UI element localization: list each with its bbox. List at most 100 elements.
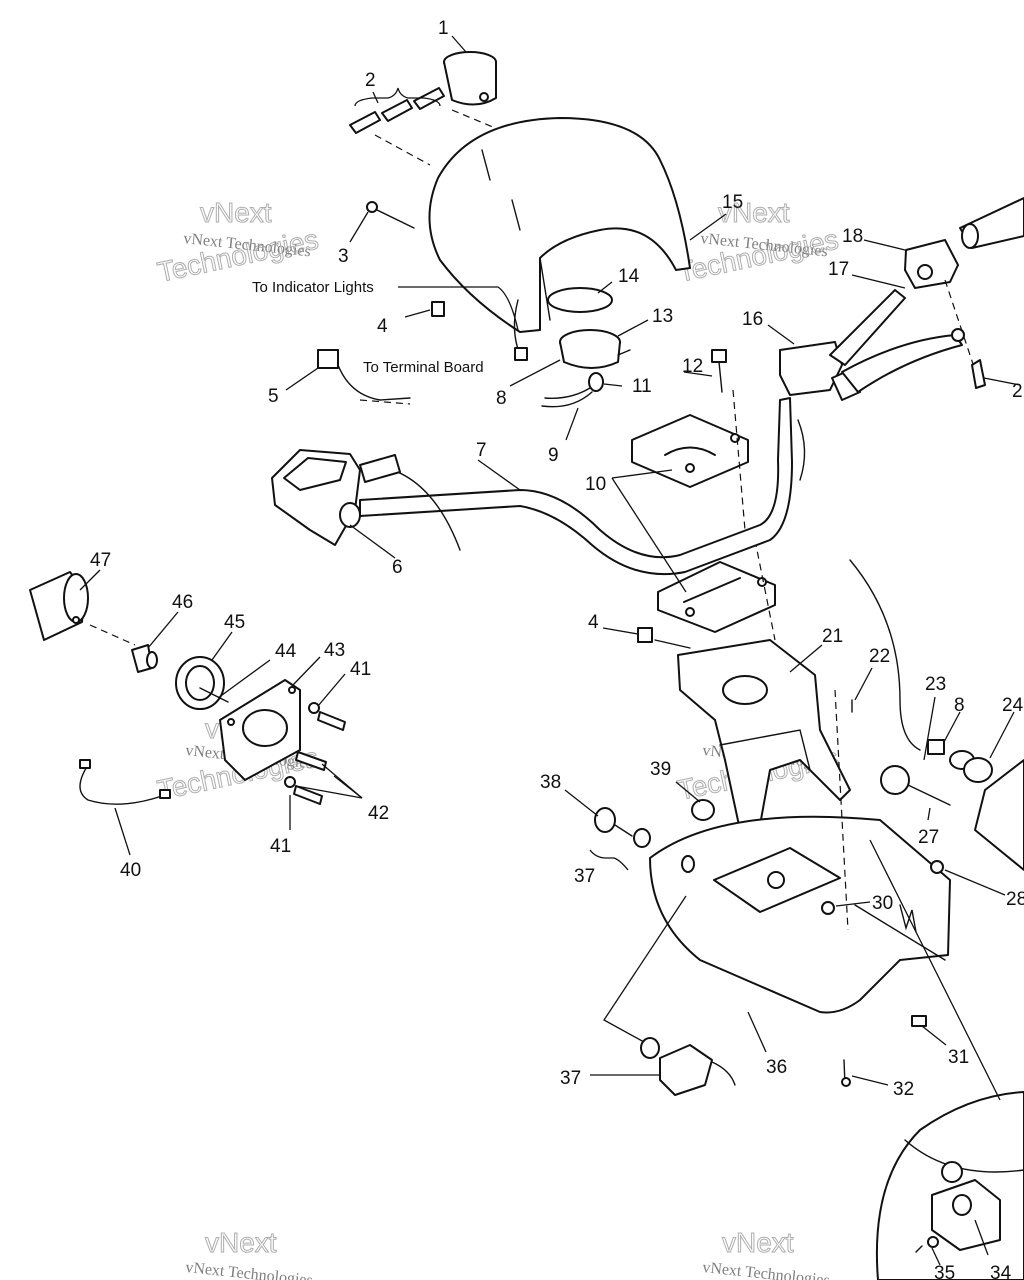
- part-lower-cowl: [649, 815, 951, 1014]
- callout-44: 44: [275, 641, 297, 662]
- callout-numbers: 1 2 3 4 4 5 6 7 8 8 9 10 11 12 13 14 15 …: [90, 18, 1024, 1280]
- callout-39: 39: [650, 759, 671, 780]
- svg-text:vNext: vNext: [718, 197, 790, 228]
- callout-47: 47: [90, 550, 111, 571]
- part-screw-12: [711, 349, 727, 393]
- callout-27: 27: [918, 827, 939, 848]
- callout-34: 34: [990, 1263, 1012, 1280]
- callout-16: 16: [742, 309, 763, 330]
- callout-2-right: 2: [1012, 381, 1023, 402]
- svg-text:vNext: vNext: [200, 197, 272, 228]
- callout-28: 28: [1006, 889, 1024, 910]
- callout-41-upper: 41: [350, 659, 371, 680]
- part-cable-40: [79, 759, 171, 805]
- callout-5: 5: [268, 386, 279, 407]
- svg-text:vNext: vNext: [205, 1227, 277, 1258]
- leader-lines: [79, 35, 1021, 1266]
- callout-9: 9: [548, 445, 559, 466]
- leader-inset: [869, 839, 1001, 1101]
- callout-24: 24: [1002, 695, 1024, 716]
- callout-3: 3: [338, 246, 349, 267]
- watermark-bottom-right: vNext vNext Technologies: [702, 1227, 831, 1280]
- callout-30: 30: [872, 893, 893, 914]
- part-left-grip: [29, 571, 89, 641]
- part-ring-45: [175, 656, 225, 710]
- note-indicator-lights: To Indicator Lights: [252, 279, 374, 296]
- callout-14: 14: [618, 266, 640, 287]
- wire-cowl: [849, 559, 921, 751]
- part-connector-5: [317, 349, 411, 405]
- part-screw-44: [199, 687, 229, 703]
- callout-4-lower: 4: [588, 612, 599, 633]
- callout-22: 22: [869, 646, 890, 667]
- part-indicator-lenses: [349, 87, 501, 166]
- part-bolt-41-lower: [284, 776, 323, 805]
- part-right-grip: [959, 197, 1024, 249]
- part-clip-4-upper: [431, 301, 445, 317]
- callout-21: 21: [822, 626, 843, 647]
- part-headlight-ring: [547, 287, 613, 313]
- connector-8-upper: [514, 347, 528, 361]
- brake-line-right: [797, 419, 806, 481]
- svg-text:vNext Technologies: vNext Technologies: [702, 1259, 831, 1280]
- detail-inset: [875, 1091, 1024, 1280]
- part-knob-27: [880, 765, 951, 806]
- part-nut-37: [633, 828, 651, 848]
- part-screw-3: [366, 201, 415, 229]
- callout-23: 23: [925, 674, 946, 695]
- part-handlebar-pod: [428, 117, 691, 333]
- watermark-bottom-left: vNext vNext Technologies: [185, 1227, 314, 1280]
- callout-2: 2: [365, 70, 376, 91]
- callout-37-upper: 37: [574, 866, 595, 887]
- part-connector-8-lower: [927, 739, 945, 755]
- part-headlight-bulb-holder: [559, 329, 631, 369]
- callout-32: 32: [893, 1079, 914, 1100]
- callout-15: 15: [722, 192, 743, 213]
- callout-35: 35: [934, 1263, 955, 1280]
- svg-text:vNext: vNext: [722, 1227, 794, 1258]
- part-ignition-switch: [640, 1037, 736, 1096]
- callout-17: 17: [828, 259, 849, 280]
- leader-switch-cowl: [603, 895, 687, 1043]
- part-mounting-bracket: [677, 639, 851, 831]
- part-clip-31: [911, 1015, 927, 1027]
- part-clip-4-lower: [637, 627, 691, 649]
- callout-10: 10: [585, 474, 606, 495]
- callout-7: 7: [476, 440, 487, 461]
- part-master-cylinder-right: [779, 289, 965, 401]
- bracket-alignment: [834, 689, 849, 931]
- part-clamp-upper: [631, 414, 749, 488]
- part-headlight-right: [974, 759, 1024, 871]
- part-bolt-41-upper: [308, 702, 346, 731]
- note-terminal-board: To Terminal Board: [363, 359, 484, 376]
- callout-11: 11: [632, 376, 652, 397]
- part-throttle-housing: [904, 239, 976, 371]
- part-clamp-lower: [657, 561, 776, 633]
- callout-46: 46: [172, 592, 193, 613]
- part-handlebar: [359, 397, 793, 576]
- part-washer-28: [930, 860, 944, 874]
- callout-8-upper: 8: [496, 388, 507, 409]
- part-plate-43: [219, 679, 301, 781]
- callout-40: 40: [120, 860, 141, 881]
- callout-41-lower: 41: [270, 836, 291, 857]
- callout-42: 42: [368, 803, 389, 824]
- callout-6: 6: [392, 557, 403, 578]
- part-screw-32: [841, 1059, 851, 1087]
- grip-axis: [89, 624, 136, 646]
- clamp-alignment-right: [754, 539, 776, 641]
- callout-12: 12: [682, 356, 703, 377]
- callout-13: 13: [652, 306, 673, 327]
- callout-18: 18: [842, 226, 863, 247]
- callout-43: 43: [324, 640, 345, 661]
- part-bulb-11: [541, 372, 604, 408]
- callout-31: 31: [948, 1047, 969, 1068]
- svg-text:vNext Technologies: vNext Technologies: [185, 1259, 314, 1280]
- part-switch-38: [594, 807, 633, 837]
- callout-1: 1: [438, 18, 449, 39]
- part-screw-right: [971, 359, 986, 389]
- group-bracket-37: [589, 849, 629, 871]
- part-bolt-46: [131, 644, 158, 673]
- part-grommet-39: [691, 799, 715, 821]
